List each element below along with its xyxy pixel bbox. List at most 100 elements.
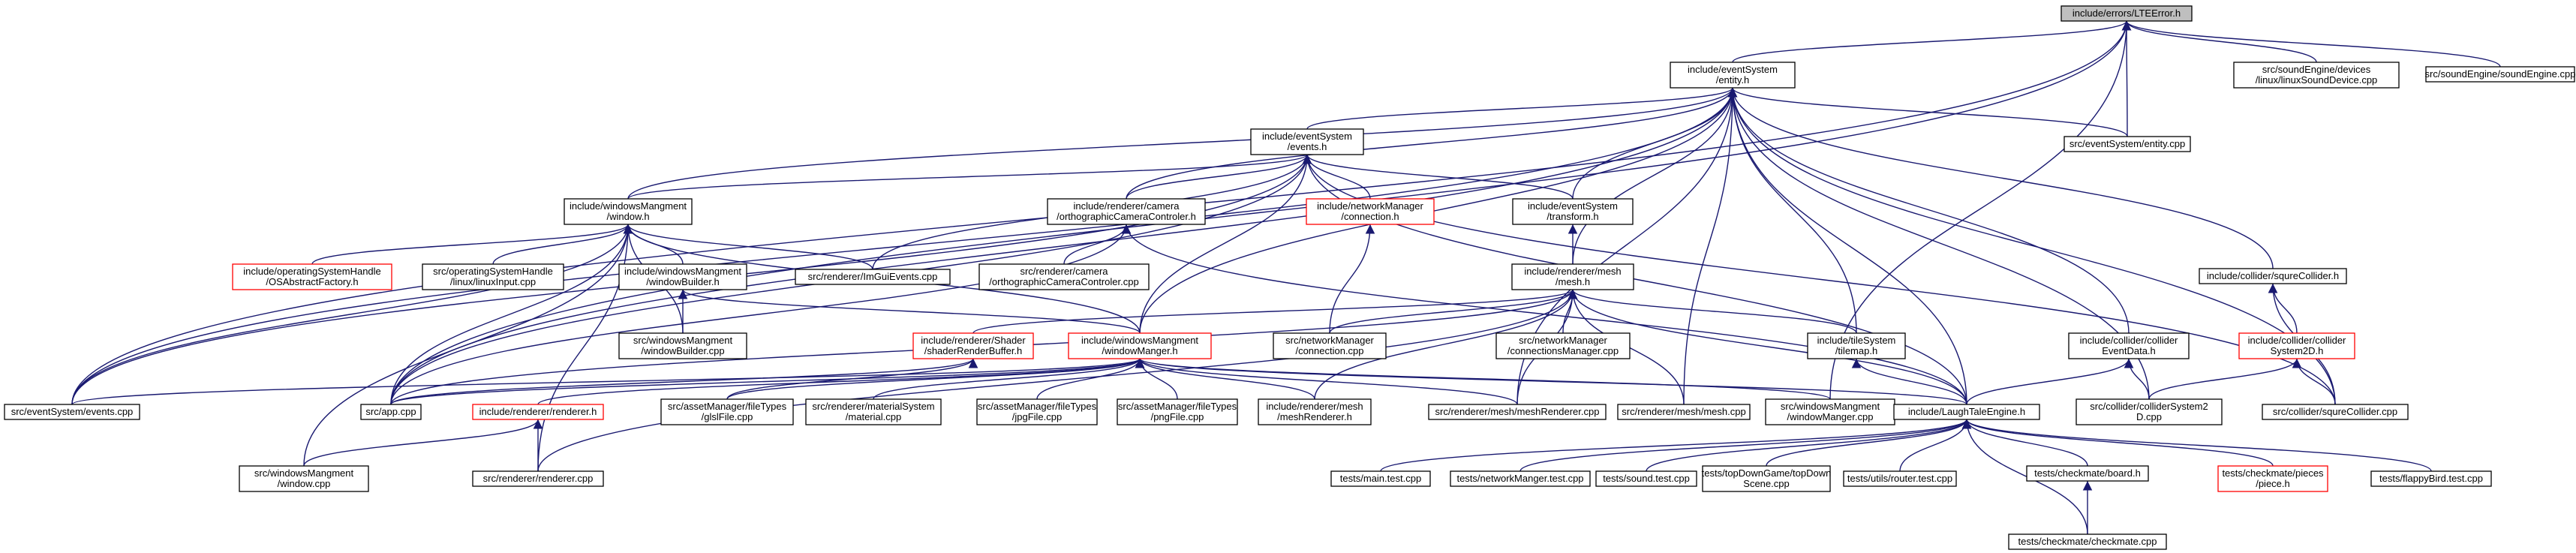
graph-node-meshh[interactable]: include/renderer/mesh/mesh.h [1511,263,1634,290]
edge-engine-to-winmgrh [1135,358,1967,405]
graph-node-winbuilderh[interactable]: include/windowsMangment/windowBuilder.h [618,263,747,290]
graph-node-winmgrh[interactable]: include/windowsMangment/windowManger.h [1068,332,1212,359]
node-label: /window.h [606,211,649,222]
graph-node-nettest[interactable]: tests/networkManger.test.cpp [1450,470,1591,487]
graph-node-engine[interactable]: include/LaughTaleEngine.h [1893,404,2040,420]
graph-node-jpg[interactable]: src/assetManager/fileTypes/jpgFile.cpp [976,398,1098,425]
graph-node-squreh[interactable]: include/collider/squreCollider.h [2199,268,2347,284]
node-label: src/eventSystem/entity.cpp [2070,138,2185,149]
graph-node-squrecpp[interactable]: src/collider/squreCollider.cpp [2262,404,2409,420]
node-label: tests/checkmate/pieces [2222,467,2324,479]
graph-node-meshrenderh[interactable]: include/renderer/mesh/meshRenderer.h [1258,398,1372,425]
node-label: src/renderer/ImGuiEvents.cpp [808,271,938,282]
node-label: include/errors/LTEError.h [2073,8,2181,19]
graph-node-appcpp[interactable]: src/app.cpp [360,404,422,420]
graph-node-soundtest[interactable]: tests/sound.test.cpp [1595,470,1697,487]
graph-node-transform[interactable]: include/eventSystem/transform.h [1512,198,1634,225]
node-label: include/windowsMangment [624,266,741,277]
graph-node-piece[interactable]: tests/checkmate/pieces/piece.h [2217,465,2328,492]
graph-node-entity[interactable]: include/eventSystem/entity.h [1670,62,1796,89]
edge-engine-to-tilemap [1851,358,1967,405]
node-box [472,470,604,487]
node-box [1258,398,1372,425]
node-box [976,398,1098,425]
node-label: tests/topDownGame/topDown [1702,467,1832,479]
graph-node-winbuildercpp[interactable]: src/windowsMangment/windowBuilder.cpp [618,332,747,359]
graph-node-windowcpp[interactable]: src/windowsMangment/window.cpp [239,465,369,492]
graph-node-material[interactable]: src/renderer/materialSystem/material.cpp [805,398,942,425]
graph-node-imgui[interactable]: src/renderer/ImGuiEvents.cpp [795,269,951,285]
edge-linuxsound-to-lteerror [2121,20,2317,63]
graph-node-window[interactable]: include/windowsMangment/window.h [564,198,693,225]
node-label: D.cpp [2136,411,2162,422]
graph-node-winmgrcpp[interactable]: src/windowsMangment/windowManger.cpp [1765,398,1895,425]
graph-node-shaderbuf[interactable]: include/renderer/Shader/shaderRenderBuff… [912,332,1034,359]
graph-node-lteerror[interactable]: include/errors/LTEError.h [2060,5,2193,22]
graph-node-checkmate[interactable]: tests/checkmate/checkmate.cpp [2008,533,2167,550]
edge-entitycpp-to-entity [1727,87,2128,137]
graph-node-connh[interactable]: include/networkManager/connection.h [1306,198,1435,225]
edge-winmgrcpp-to-winmgrh [1135,358,1831,400]
node-label: tests/utils/router.test.cpp [1847,473,1952,484]
edge-osfactory-to-window [311,224,633,265]
node-label: /windowBuilder.h [646,276,720,287]
graph-node-board[interactable]: tests/checkmate/board.h [2026,465,2149,482]
edge-engine-to-colevent [1966,358,2134,405]
edge-glsl-to-winmgrh [726,358,1145,400]
node-box [1765,398,1895,425]
edge-maintest-to-engine [1380,419,1972,472]
edge-transform-to-events [1302,154,1574,200]
graph-node-connmgrcpp[interactable]: src/networkManager/connectionsManager.cp… [1495,332,1631,359]
edge-shaderbuf-to-meshh [972,289,1577,334]
node-label: src/windowsMangment [254,467,354,479]
edge-window-to-entity [627,87,1738,200]
edge-winmgrh-to-entity [1139,87,1738,334]
edge-meshcpp-to-entity [1683,87,1738,405]
graph-node-tilemap[interactable]: include/tileSystem/tilemap.h [1807,332,1906,359]
graph-node-soundengine[interactable]: src/soundEngine/soundEngine.cpp [2425,66,2576,83]
graph-node-routertest[interactable]: tests/utils/router.test.cpp [1843,470,1957,487]
node-box [978,263,1150,290]
graph-node-linuxinput[interactable]: src/operatingSystemHandle/linux/linuxInp… [422,263,564,290]
graph-node-linuxsound[interactable]: src/soundEngine/devices/linux/linuxSound… [2233,62,2400,89]
graph-node-orthocpp[interactable]: src/renderer/camera/orthographicCameraCo… [978,263,1150,290]
edge-linuxinput-to-window [492,224,633,265]
graph-node-eventscpp[interactable]: src/eventSystem/events.cpp [4,404,140,420]
node-box [1306,198,1435,225]
graph-node-conncpp[interactable]: src/networkManager/connection.cpp [1273,332,1387,359]
graph-node-glsl[interactable]: src/assetManager/fileTypes/glslFile.cpp [660,398,794,425]
node-label: src/collider/squreCollider.cpp [2273,406,2397,417]
node-box [2262,404,2409,420]
graph-node-maintest[interactable]: tests/main.test.cpp [1330,470,1431,487]
node-box [422,263,564,290]
graph-node-events[interactable]: include/eventSystem/events.h [1250,128,1364,155]
edge-winmgrh-to-winbuilderh [678,289,1141,334]
node-label: src/assetManager/fileTypes [668,401,787,412]
node-label: /entity.h [1716,74,1750,86]
graph-node-renderercpp[interactable]: src/renderer/renderer.cpp [472,470,604,487]
graph-node-png[interactable]: src/assetManager/fileTypes/pngFile.cpp [1117,398,1238,425]
node-box [239,465,369,492]
graph-node-orthoh[interactable]: include/renderer/camera/orthographicCame… [1047,198,1206,225]
node-label: tests/networkManger.test.cpp [1456,473,1583,484]
edge-winmgrcpp-to-lteerror [1829,20,2132,400]
graph-node-meshrendercpp[interactable]: src/renderer/mesh/meshRenderer.cpp [1428,404,1607,420]
node-label: /connection.h [1341,211,1399,222]
graph-node-flappy[interactable]: tests/flappyBird.test.cpp [2370,470,2492,487]
node-label: src/operatingSystemHandle [433,266,553,277]
node-box [1117,398,1238,425]
graph-node-osfactory[interactable]: include/operatingSystemHandle/OSAbstract… [232,263,392,290]
graph-node-rendererh[interactable]: include/renderer/renderer.h [472,404,604,420]
node-box [2060,5,2193,22]
node-label: src/renderer/camera [1020,266,1108,277]
graph-node-entitycpp[interactable]: src/eventSystem/entity.cpp [2064,136,2191,152]
graph-node-meshcpp[interactable]: src/renderer/mesh/mesh.cpp [1617,404,1751,420]
node-label: include/networkManager [1317,200,1423,212]
node-label: tests/checkmate/checkmate.cpp [2018,536,2157,547]
node-label: /windowManger.h [1102,345,1177,356]
